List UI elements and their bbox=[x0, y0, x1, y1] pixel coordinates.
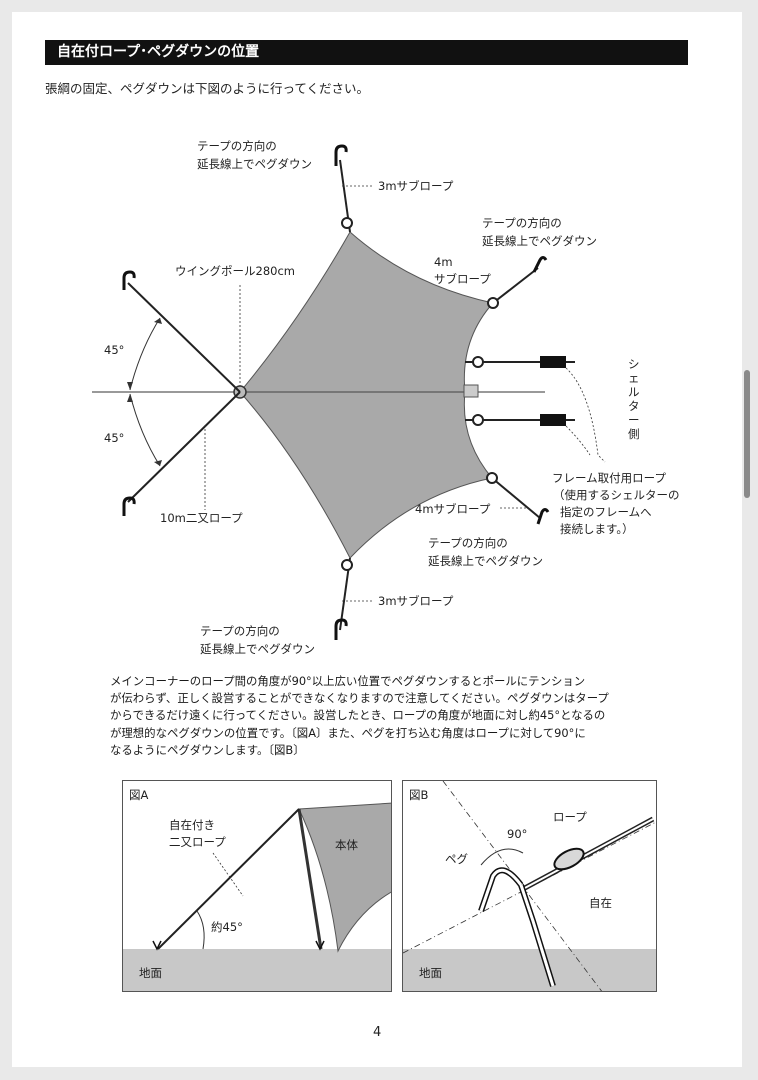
label-frame-rope-4: 接続します。） bbox=[560, 522, 634, 536]
figure-b-rope-label: ロープ bbox=[553, 810, 587, 824]
peg-left-top bbox=[122, 270, 136, 290]
label-shelter-4: タ bbox=[628, 399, 640, 413]
paragraph-line: メインコーナーのロープ間の角度が90°以上広い位置でペグダウンするとポールにテン… bbox=[110, 674, 586, 688]
label-sub4m-bottom: 4mサブロープ bbox=[415, 502, 491, 516]
label-peg-right-bottom-2: 延長線上でペグダウン bbox=[428, 554, 543, 568]
figure-a-body-label: 本体 bbox=[335, 838, 358, 852]
figure-a-caption: 図A bbox=[129, 788, 149, 802]
label-peg-right-top-1: テープの方向の bbox=[482, 216, 562, 230]
label-peg-top-1: テープの方向の bbox=[197, 139, 277, 153]
buckle-top bbox=[540, 356, 566, 368]
label-sub4m-top-2: サブロープ bbox=[434, 272, 491, 286]
label-angle-top: 45° bbox=[104, 343, 124, 357]
label-rope-bottom: 3mサブロープ bbox=[378, 594, 454, 608]
ring-top bbox=[341, 217, 353, 229]
figure-b-jizai-label: 自在 bbox=[589, 896, 612, 910]
intro-text: 張綱の固定、ペグダウンは下図のように行ってください。 bbox=[45, 81, 370, 96]
figure-a: 図A 自在付き 二又ロープ 本体 約45° 地面 bbox=[122, 780, 392, 992]
paragraph-line: なるようにペグダウンします。〔図B〕 bbox=[110, 742, 305, 757]
label-shelter-5: ー bbox=[628, 413, 640, 427]
label-shelter-2: ェ bbox=[628, 371, 640, 385]
label-peg-right-bottom-1: テープの方向の bbox=[428, 536, 508, 550]
figure-b-peg-label: ペグ bbox=[445, 852, 468, 866]
figure-a-rope-label: 自在付き 二又ロープ bbox=[169, 818, 226, 849]
paragraph-line: からできるだけ遠くに行ってください。設営したとき、ロープの角度が地面に対し約45… bbox=[110, 708, 606, 723]
tarp-layout-diagram: テープの方向の 延長線上でペグダウン 3mサブロープ テープの方向の 延長線上で… bbox=[92, 139, 680, 656]
peg-right-bottom bbox=[536, 508, 550, 525]
figure-b-caption: 図B bbox=[409, 788, 429, 802]
label-rope-top: 3mサブロープ bbox=[378, 179, 454, 193]
ring-right-bottom bbox=[486, 472, 498, 484]
instruction-paragraph: メインコーナーのロープ間の角度が90°以上広い位置でペグダウンするとポールにテン… bbox=[110, 673, 658, 759]
label-shelter-3: ル bbox=[628, 385, 640, 399]
label-pole: ウイングポール280cm bbox=[175, 264, 295, 278]
label-shelter-1: シ bbox=[628, 357, 640, 371]
label-double-rope: 10m二又ロープ bbox=[160, 511, 243, 525]
figure-b-angle-label: 90° bbox=[507, 827, 528, 841]
peg-bottom bbox=[334, 618, 348, 640]
label-angle-bottom: 45° bbox=[104, 431, 124, 445]
label-frame-rope-2: （使用するシェルターの bbox=[553, 488, 680, 502]
peg-right-top bbox=[532, 256, 548, 273]
label-peg-bottom-2: 延長線上でペグダウン bbox=[200, 642, 315, 656]
scrollbar-thumb[interactable] bbox=[744, 370, 750, 498]
ring-bottom bbox=[341, 559, 353, 571]
label-peg-bottom-1: テープの方向の bbox=[200, 624, 280, 638]
peg-left-bottom bbox=[122, 496, 136, 516]
paragraph-line: が理想的なペグダウンの位置です。〔図A〕また、ペグを打ち込む角度はロープに対して… bbox=[110, 725, 586, 740]
label-frame-rope-1: フレーム取付用ロープ bbox=[552, 471, 666, 485]
peg-top bbox=[334, 144, 348, 166]
label-peg-top-2: 延長線上でペグダウン bbox=[197, 157, 312, 171]
figure-a-ground-label: 地面 bbox=[139, 966, 162, 980]
figure-b: 図B ロープ 90° ペグ 自在 地面 bbox=[402, 780, 657, 992]
figure-b-ground-label: 地面 bbox=[419, 966, 442, 980]
figure-a-angle-label: 約45° bbox=[211, 920, 243, 934]
label-shelter-6: 側 bbox=[628, 427, 640, 441]
paragraph-line: が伝わらず、正しく設営することができなくなりますので注意してください。ペグダウン… bbox=[110, 691, 609, 706]
label-sub4m-top-1: 4m bbox=[434, 255, 453, 269]
section-title: 自在付ロープ･ペグダウンの位置 bbox=[45, 40, 688, 65]
page-number: 4 bbox=[373, 1025, 382, 1040]
ring-right-top bbox=[487, 297, 499, 309]
label-peg-right-top-2: 延長線上でペグダウン bbox=[482, 234, 597, 248]
buckle-bottom bbox=[540, 414, 566, 426]
label-frame-rope-3: 指定のフレームへ bbox=[560, 505, 652, 519]
